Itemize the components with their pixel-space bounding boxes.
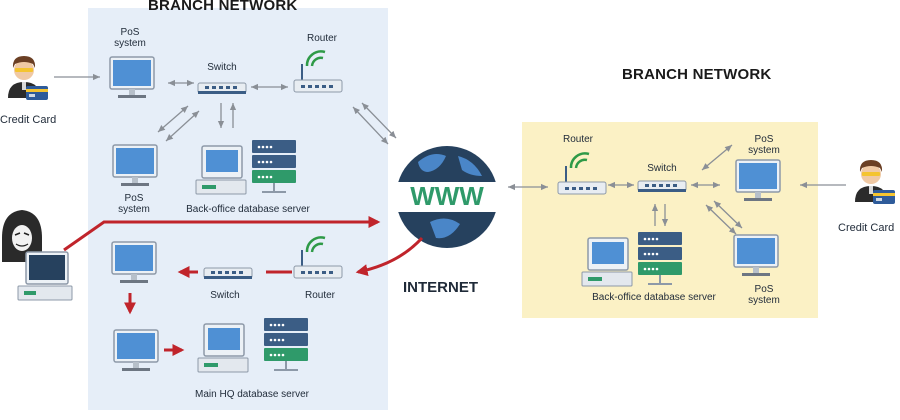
switch-hq-label: Switch — [210, 290, 240, 301]
pos-top-left-label-line1: PoS — [120, 27, 140, 38]
pos-system-mid-left — [112, 144, 158, 187]
backoffice-workstation-left — [195, 145, 247, 195]
pos-right-bottom-label: PoS system — [744, 284, 784, 306]
backoffice-right-label: Back-office database server — [592, 292, 716, 303]
pos-top-left-label-line2: system — [114, 38, 146, 49]
backoffice-left-label: Back-office database server — [186, 204, 310, 215]
pos-system-right-top — [735, 159, 781, 202]
switch-top-left — [197, 82, 247, 95]
switch-hq — [203, 267, 253, 280]
main-hq-server — [263, 317, 309, 371]
router-top-left-label: Router — [306, 33, 337, 44]
switch-right — [637, 180, 687, 193]
pos-mid-left-label-line2: system — [118, 204, 150, 215]
router-right-label: Router — [562, 134, 593, 145]
globe-www-icon: WWW — [391, 141, 503, 253]
branch-network-right-title: BRANCH NETWORK — [622, 66, 772, 83]
branch-network-left-title: BRANCH NETWORK — [148, 0, 298, 14]
backoffice-server-right — [637, 231, 683, 285]
pos-system-right-bottom — [733, 234, 779, 277]
hq-workstation — [197, 323, 249, 373]
person-with-card-icon-left — [8, 56, 48, 100]
globe-www-text: WWW — [410, 181, 484, 211]
pos-right-bottom-label-line2: system — [748, 295, 780, 306]
router-hq — [292, 236, 344, 280]
pos-right-bottom-label-line1: PoS — [754, 284, 774, 295]
router-hq-label: Router — [304, 290, 335, 301]
switch-top-left-label: Switch — [207, 62, 237, 73]
credit-card-right-label: Credit Card — [838, 222, 895, 234]
pos-right-top-label: PoS system — [744, 134, 784, 156]
pos-top-left-label: PoS system — [110, 27, 150, 49]
hacker-icon — [2, 210, 73, 301]
backoffice-server-left — [251, 139, 297, 193]
branch-network-right-zone — [522, 122, 818, 318]
router-right — [556, 152, 608, 196]
router-top-left — [292, 50, 344, 94]
hq-terminal-bottom — [113, 329, 159, 372]
pos-mid-left-label-line1: PoS — [124, 193, 144, 204]
backoffice-workstation-right — [581, 237, 633, 287]
switch-right-label: Switch — [647, 163, 677, 174]
pos-right-top-label-line1: PoS — [754, 134, 774, 145]
pos-mid-left-label: PoS system — [114, 193, 154, 215]
pos-system-top-left — [109, 56, 155, 99]
internet-label: INTERNET — [403, 279, 478, 296]
pos-right-top-label-line2: system — [748, 145, 780, 156]
person-with-card-icon-right — [855, 160, 895, 204]
main-hq-server-label: Main HQ database server — [195, 389, 309, 400]
credit-card-left-label: Credit Card — [0, 114, 57, 126]
hq-terminal-top — [111, 241, 157, 284]
